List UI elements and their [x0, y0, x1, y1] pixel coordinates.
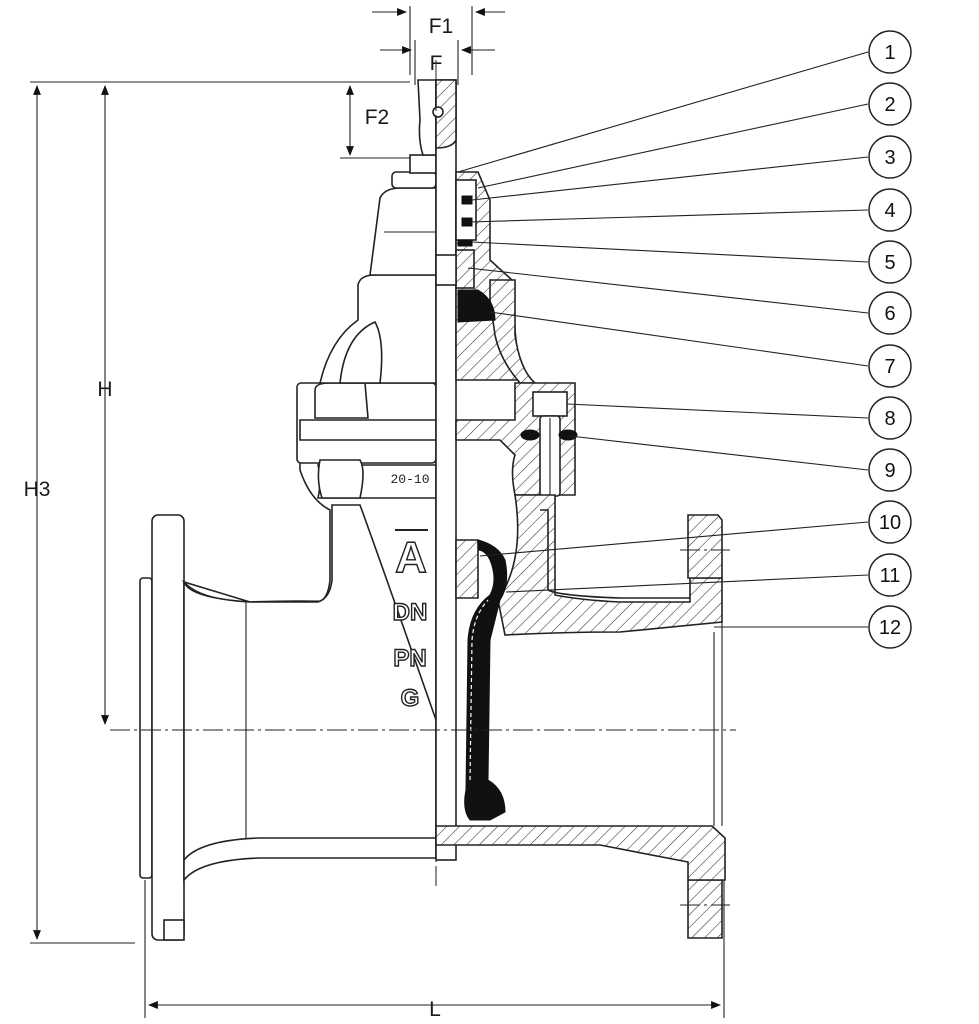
logo-mark: A	[395, 533, 427, 582]
callout-7-label: 7	[884, 356, 895, 378]
callout-10-label: 10	[879, 512, 901, 534]
callout-3: 3	[868, 135, 912, 179]
callout-4-label: 4	[884, 200, 895, 222]
callout-5-label: 5	[884, 252, 895, 274]
callout-11-label: 11	[880, 565, 901, 587]
material-marking: G	[401, 685, 420, 712]
callout-1: 1	[868, 30, 912, 74]
callout-4: 4	[868, 188, 912, 232]
callout-8: 8	[868, 396, 912, 440]
dim-f2-label: F2	[365, 106, 390, 129]
dn-marking: DN	[393, 599, 428, 626]
callout-5: 5	[868, 240, 912, 284]
callout-12: 12	[868, 605, 912, 649]
left-flange	[139, 514, 185, 941]
callout-9-label: 9	[884, 460, 895, 482]
callout-1-label: 1	[884, 42, 895, 64]
callout-11: 11	[868, 553, 912, 597]
callout-10: 10	[868, 500, 912, 544]
pn-marking: PN	[393, 645, 426, 672]
dimension-lines	[30, 6, 725, 1018]
pressure-code-text: 20-10	[390, 472, 429, 487]
callout-2-label: 2	[884, 94, 895, 116]
callout-7: 7	[868, 344, 912, 388]
valve-body-exterior	[181, 79, 437, 883]
dim-f1-label: F1	[429, 15, 454, 38]
dim-h-label: H	[97, 378, 112, 401]
dim-h3-label: H3	[24, 478, 51, 501]
callout-3-label: 3	[884, 147, 895, 169]
callout-6: 6	[868, 291, 912, 335]
callout-leaders	[457, 51, 869, 628]
callout-8-label: 8	[884, 408, 895, 430]
callout-6-label: 6	[884, 303, 895, 325]
callout-9: 9	[868, 448, 912, 492]
valve-body-section	[432, 79, 730, 939]
body-markings: 20-10 A DN PN G	[390, 472, 429, 713]
callout-12-label: 12	[879, 617, 901, 639]
callout-2: 2	[868, 82, 912, 126]
dim-l-label: L	[429, 998, 441, 1021]
